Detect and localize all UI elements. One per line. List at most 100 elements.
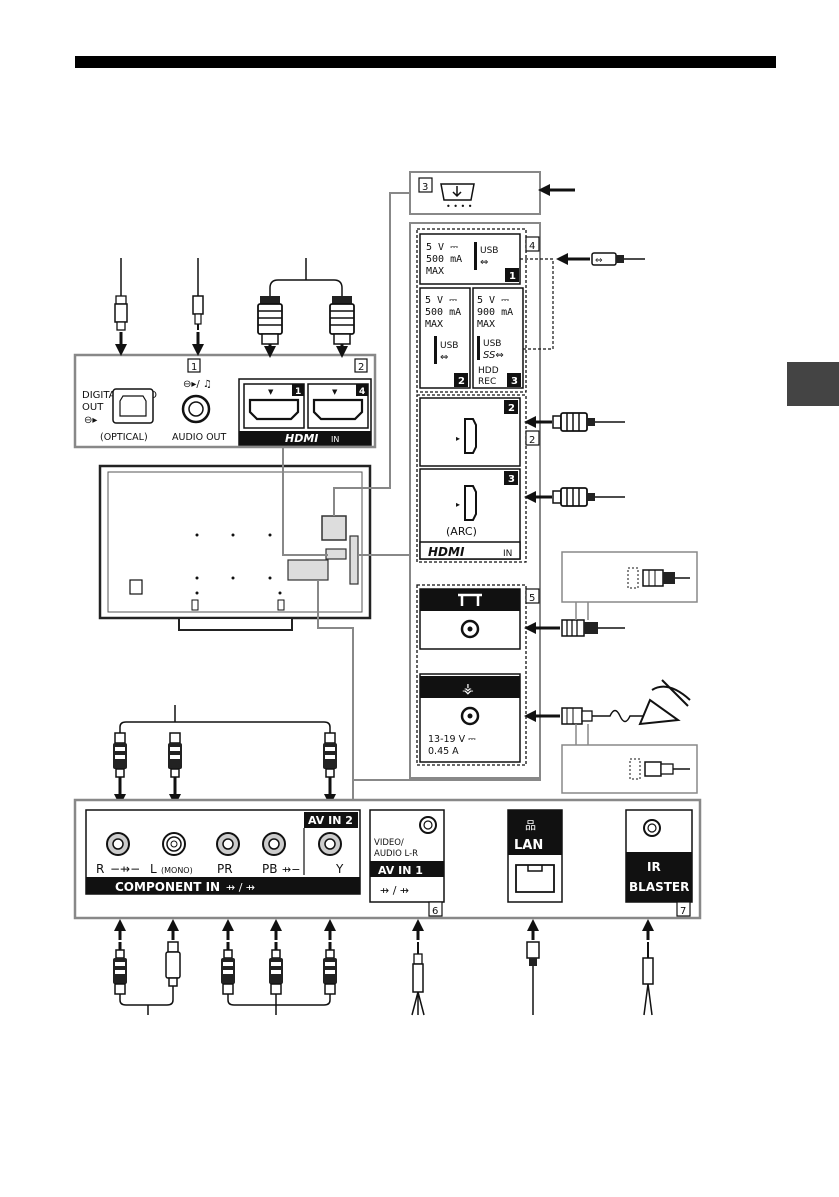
component-symbol: ⇸ / ⇸ bbox=[226, 881, 255, 894]
upper-rca-cables bbox=[112, 705, 338, 806]
hdmi-in-label: IN bbox=[331, 435, 339, 444]
optical-port-icon bbox=[119, 395, 147, 417]
optical-label: (OPTICAL) bbox=[100, 432, 148, 443]
service-port-dots: • • • • bbox=[446, 202, 473, 211]
satellite-icon: ⚶ bbox=[462, 681, 474, 697]
video-symbol: ⇸− bbox=[282, 863, 300, 876]
usb-2-label: USB bbox=[440, 341, 458, 351]
hdmi-4-number: 4 bbox=[359, 387, 365, 397]
side-tab bbox=[787, 362, 839, 406]
usb-3-port[interactable] bbox=[472, 287, 524, 389]
hdmi-3-side-number: 3 bbox=[508, 474, 515, 485]
optical-out-symbol: ⊖▸ bbox=[84, 415, 97, 426]
usb-1-max: MAX bbox=[426, 266, 444, 277]
ir-blaster-block: IR BLASTER 7 bbox=[625, 809, 693, 917]
hdmi-1-cable-plug bbox=[257, 295, 283, 345]
section-7-label: 7 bbox=[680, 906, 686, 917]
usb-2-current: 500 mA bbox=[425, 307, 461, 318]
antenna-cable bbox=[524, 551, 698, 637]
hdmi-4-cable-plug bbox=[329, 295, 355, 345]
usb-2-voltage: 5 V ⎓ bbox=[425, 295, 457, 306]
av-in2-label: AV IN 2 bbox=[308, 814, 353, 827]
section-5-label: 5 bbox=[529, 593, 535, 604]
lan-block: 品 LAN bbox=[507, 809, 563, 903]
usb-1-voltage: 5 V ⎓ bbox=[426, 242, 458, 253]
lan-port[interactable] bbox=[515, 864, 555, 893]
usb-3-current: 900 mA bbox=[477, 307, 513, 318]
usb-1-number: 1 bbox=[509, 271, 516, 282]
usb-plug-icon: ⇔ bbox=[595, 256, 603, 266]
hdmi-1-number: 1 bbox=[295, 387, 301, 397]
usb-cable: ⇔ bbox=[556, 252, 645, 266]
r-label: R bbox=[96, 862, 104, 876]
usb-3-number: 3 bbox=[511, 376, 518, 387]
hdmi-logo: HDMI bbox=[285, 432, 318, 445]
section-3-label: 3 bbox=[422, 182, 428, 193]
usb-2-number: 2 bbox=[458, 376, 465, 387]
section-2-label: 2 bbox=[358, 362, 364, 373]
digital-audio-out-label: OUT bbox=[82, 402, 104, 413]
tv-back-view bbox=[98, 464, 372, 631]
side-hdmi-section: 2 ▸ 3 ▸ (ARC) HDMI IN 2 bbox=[416, 394, 540, 563]
hdmi-4-arrow-icon: ▼ bbox=[332, 388, 338, 396]
antenna-icon bbox=[458, 593, 482, 606]
usb-ss-icon: SS⇔ bbox=[483, 350, 504, 361]
section-2-marker bbox=[354, 358, 368, 373]
satellite-dish-icon bbox=[638, 698, 681, 726]
section-6-label: 6 bbox=[432, 906, 438, 917]
usb-2-icon: ⇔ bbox=[440, 352, 448, 363]
usb-1-current: 500 mA bbox=[426, 254, 462, 265]
usb-3-max: MAX bbox=[477, 319, 495, 330]
lower-cables bbox=[112, 919, 654, 1016]
section-2b-label: 2 bbox=[529, 435, 535, 446]
section-1-marker bbox=[187, 358, 201, 373]
blaster-label: BLASTER bbox=[629, 880, 689, 894]
satellite-voltage: 13-19 V ⎓ bbox=[428, 734, 476, 745]
section-1-label: 1 bbox=[191, 362, 197, 373]
lan-label: LAN bbox=[514, 838, 543, 853]
usb-1-icon: ⇔ bbox=[480, 257, 488, 268]
satellite-current: 0.45 A bbox=[428, 746, 459, 757]
y-label: Y bbox=[335, 862, 344, 876]
usb-3-hdd: HDD bbox=[478, 366, 499, 376]
headphone-symbol: ⊖▸/ ♫ bbox=[183, 379, 212, 390]
r-audio-symbol: −⇸− bbox=[110, 862, 140, 876]
ir-label: IR bbox=[647, 860, 661, 874]
mono-label: (MONO) bbox=[161, 866, 193, 875]
audio-out-label: AUDIO OUT bbox=[172, 432, 226, 443]
hdmi-3-side-arrow-icon: ▸ bbox=[456, 500, 460, 509]
component-in-block: COMPONENT IN ⇸ / ⇸ AV IN 2 R −⇸− L (MONO… bbox=[85, 809, 361, 895]
section-3-service-port: 3 • • • • bbox=[409, 171, 575, 215]
usb-3-voltage: 5 V ⎓ bbox=[477, 295, 509, 306]
audio-cable-plug bbox=[192, 295, 204, 330]
video-audio-label: VIDEO/ bbox=[374, 838, 404, 848]
side-hdmi-logo: HDMI bbox=[428, 545, 465, 559]
usb-section: 4 5 V ⎓ 500 mA MAX USB ⇔ 1 5 V ⎓ 500 mA … bbox=[416, 228, 540, 393]
component-in-label: COMPONENT IN bbox=[115, 880, 220, 894]
antenna-inset bbox=[561, 551, 698, 603]
top-port-panel: DIGITAL AUDIO OUT ⊖▸ (OPTICAL) 1 ⊖▸/ ♫ A… bbox=[73, 353, 377, 449]
hdmi-arc-label: (ARC) bbox=[446, 525, 477, 538]
network-icon: 品 bbox=[525, 819, 536, 832]
satellite-cable bbox=[524, 679, 698, 794]
side-hdmi-cables bbox=[524, 412, 625, 507]
usb-2-port[interactable] bbox=[419, 287, 471, 389]
audio-lr-label: AUDIO L-R bbox=[374, 849, 418, 859]
hdmi-2-side-arrow-icon: ▸ bbox=[456, 434, 460, 443]
header-bar bbox=[75, 56, 776, 68]
top-cables bbox=[114, 258, 355, 358]
av-in1-symbol: ⇸ / ⇸ bbox=[380, 884, 409, 897]
hdmi-2-side-number: 2 bbox=[508, 403, 515, 414]
tuner-section: 5 ⚶ 13-19 V ⎓ 0.45 A bbox=[416, 584, 540, 766]
optical-cable-plug bbox=[114, 295, 128, 331]
av-in1-label: AV IN 1 bbox=[378, 864, 423, 877]
usb-3-label: USB bbox=[483, 339, 501, 349]
usb-1-label: USB bbox=[480, 246, 498, 256]
pr-label: PR bbox=[217, 862, 233, 876]
usb-3-rec: REC bbox=[478, 377, 496, 387]
section-4-label: 4 bbox=[529, 241, 535, 252]
leader-lines bbox=[282, 192, 541, 800]
usb-dashed-link bbox=[520, 258, 554, 350]
